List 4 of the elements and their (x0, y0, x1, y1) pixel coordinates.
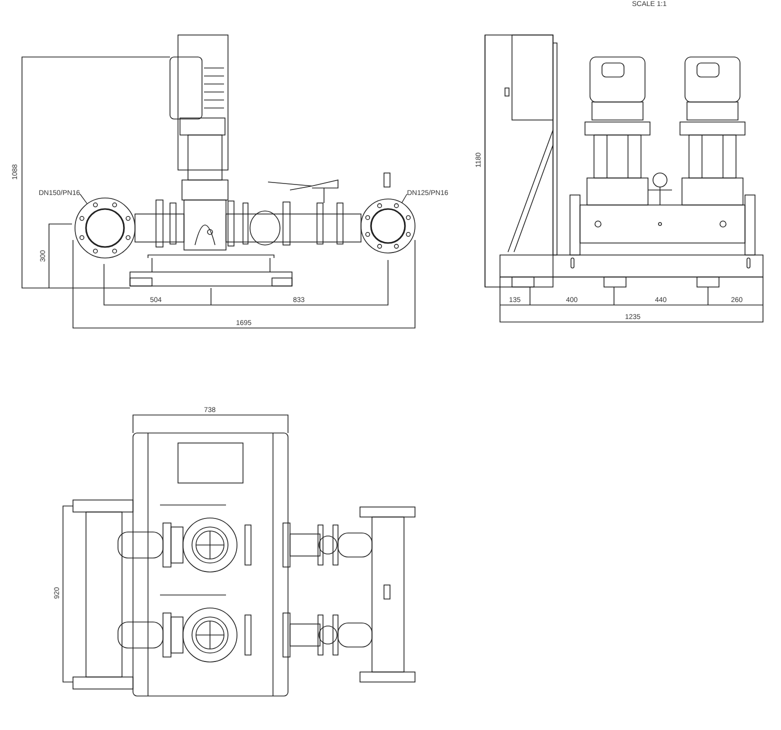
leader-line (80, 194, 88, 204)
flange-drawing (360, 198, 416, 254)
flange-drawing (74, 198, 136, 258)
leader-line (401, 194, 408, 204)
